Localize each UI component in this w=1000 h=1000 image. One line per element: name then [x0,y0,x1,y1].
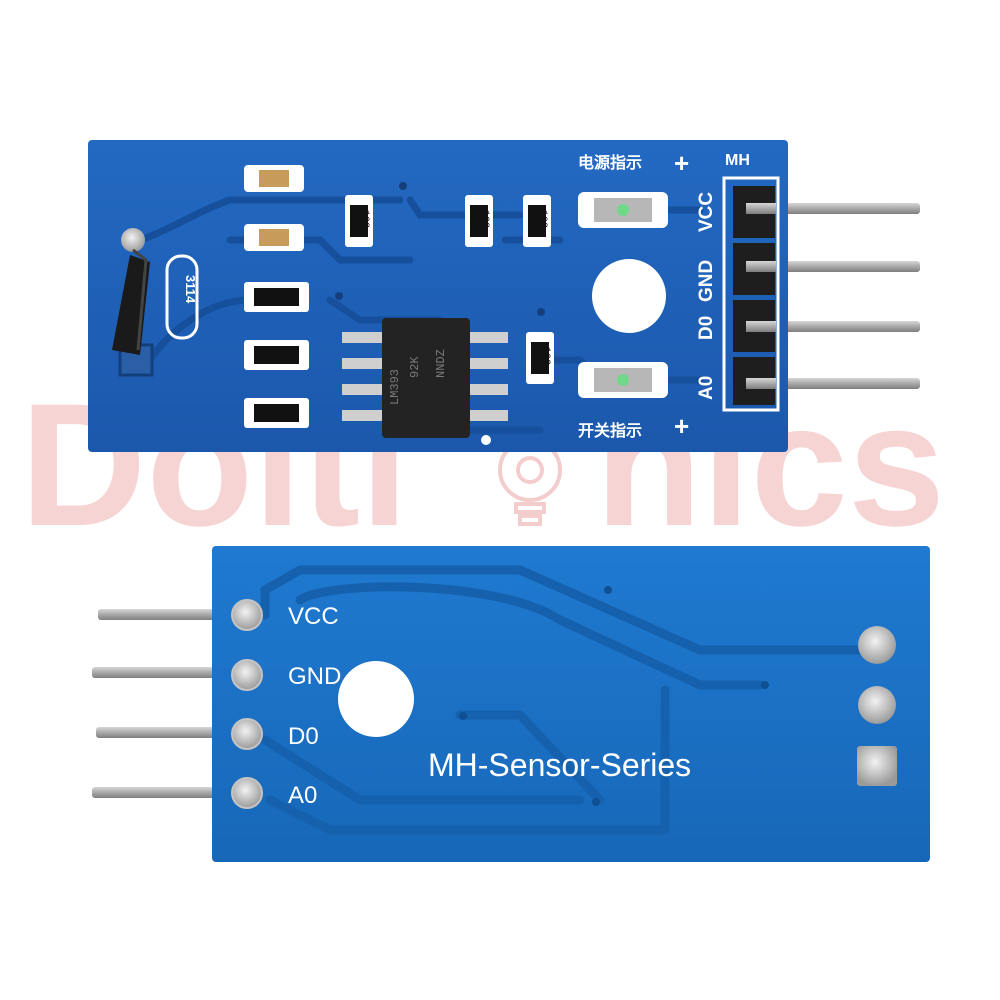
bottom-header-pins [92,609,218,798]
bottom-pin-pads [231,599,263,809]
pin-label-d0: D0 [288,723,319,750]
thermistor: 3114 [112,228,199,377]
switch-plus-sign: + [674,411,689,441]
resistor-code: 103 [262,294,280,305]
bottom-vias [459,586,769,806]
lm393-chip: LM393 92K NNDZ [342,318,508,445]
board-series-title: MH-Sensor-Series [428,747,691,783]
switch-led [578,362,668,398]
bottom-board: VCC GND D0 A0 MH-Sensor-Series [92,546,930,862]
resistor-code: 102 [540,347,551,365]
chip-marking: LM393 [388,369,402,405]
chip-marking: NNDZ [434,349,448,378]
bottom-pcb [212,546,930,862]
resistor-code: 103 [537,210,548,228]
resistor-code: 0 [272,410,278,421]
pin-label-vcc: VCC [288,603,339,630]
pin-label-vcc: VCC [696,192,717,232]
power-led [578,192,668,228]
sensor-pads [857,626,897,786]
resistor-code: 103 [359,210,370,228]
switch-indicator-label: 开关指示 [578,421,642,440]
top-board: 3114 103 103 0 103 103 [88,140,920,452]
smd-resistors: 103 103 0 103 103 103 102 [244,195,554,428]
bottom-mounting-hole [338,661,414,737]
resistor-code: 103 [479,210,490,228]
pin-label-a0: A0 [288,782,317,809]
chip-marking: 92K [408,356,422,378]
header-label: MH [725,152,750,169]
resistor-code: 103 [262,352,280,363]
thermistor-code: 3114 [183,275,198,304]
top-pin-labels: VCC GND D0 A0 [696,192,717,400]
pin-header-housing [722,176,780,412]
smd-capacitors [244,165,304,251]
top-mounting-hole [592,259,666,333]
bottom-pin-labels: VCC GND D0 A0 [288,603,341,809]
pin-label-gnd: GND [696,260,717,302]
pin-label-a0: A0 [696,376,717,400]
pin-label-d0: D0 [696,316,717,340]
pin-label-gnd: GND [288,663,341,690]
power-plus-sign: + [674,148,689,178]
top-vias [335,182,545,316]
power-indicator-label: 电源指示 [578,153,642,172]
bottom-traces [260,565,875,835]
